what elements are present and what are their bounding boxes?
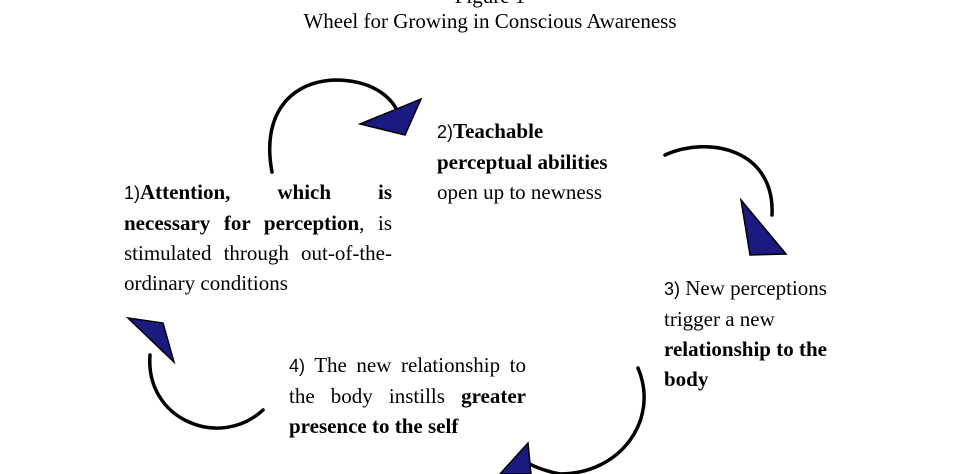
step-4-bold: greater presence to the self <box>289 384 526 438</box>
step-2-text: 2)Teachable perceptual abilities open up… <box>437 116 637 207</box>
step-4-number: 4) <box>289 356 306 376</box>
arrow-3-to-4 <box>498 366 646 474</box>
arrow-3-head <box>498 441 532 474</box>
step-4-lead: The new relationship to the body instill… <box>289 353 526 408</box>
step-3-text: 3) New perceptions trigger a new relatio… <box>664 273 864 394</box>
step-3-lead: New perceptions trigger a new <box>664 276 827 331</box>
step-1-text: 1)Attention, which is necessary for perc… <box>124 177 392 298</box>
step-1-number: 1) <box>124 183 141 203</box>
arrow-4-curve <box>148 353 265 430</box>
arrow-3-curve <box>518 366 646 474</box>
step-4-text: 4) The new relationship to the body inst… <box>289 350 526 441</box>
step-3-number: 3) <box>664 279 681 299</box>
arrow-2-head <box>739 197 788 256</box>
arrow-4-head <box>125 316 176 365</box>
step-2-number: 2) <box>437 122 454 142</box>
figure-title: Figure 1 <box>0 0 980 9</box>
figure-subtitle: Wheel for Growing in Conscious Awareness <box>303 9 677 33</box>
step-3-bold: relationship to the body <box>664 337 827 391</box>
step-2-bold: Teachable perceptual abilities <box>437 119 608 174</box>
step-1-bold: Attention, which is necessary for percep… <box>124 180 392 235</box>
arrow-2-to-3 <box>663 145 788 256</box>
arrow-4-to-1 <box>125 316 265 430</box>
arrow-2-curve <box>663 145 774 217</box>
arrow-1-to-2 <box>267 78 423 174</box>
arrow-1-curve <box>267 78 400 174</box>
step-2-rest: open up to newness <box>437 180 603 204</box>
step-1-rest: , is stimulated through out-of-the-ordin… <box>124 211 393 295</box>
arrow-1-head <box>357 97 423 136</box>
